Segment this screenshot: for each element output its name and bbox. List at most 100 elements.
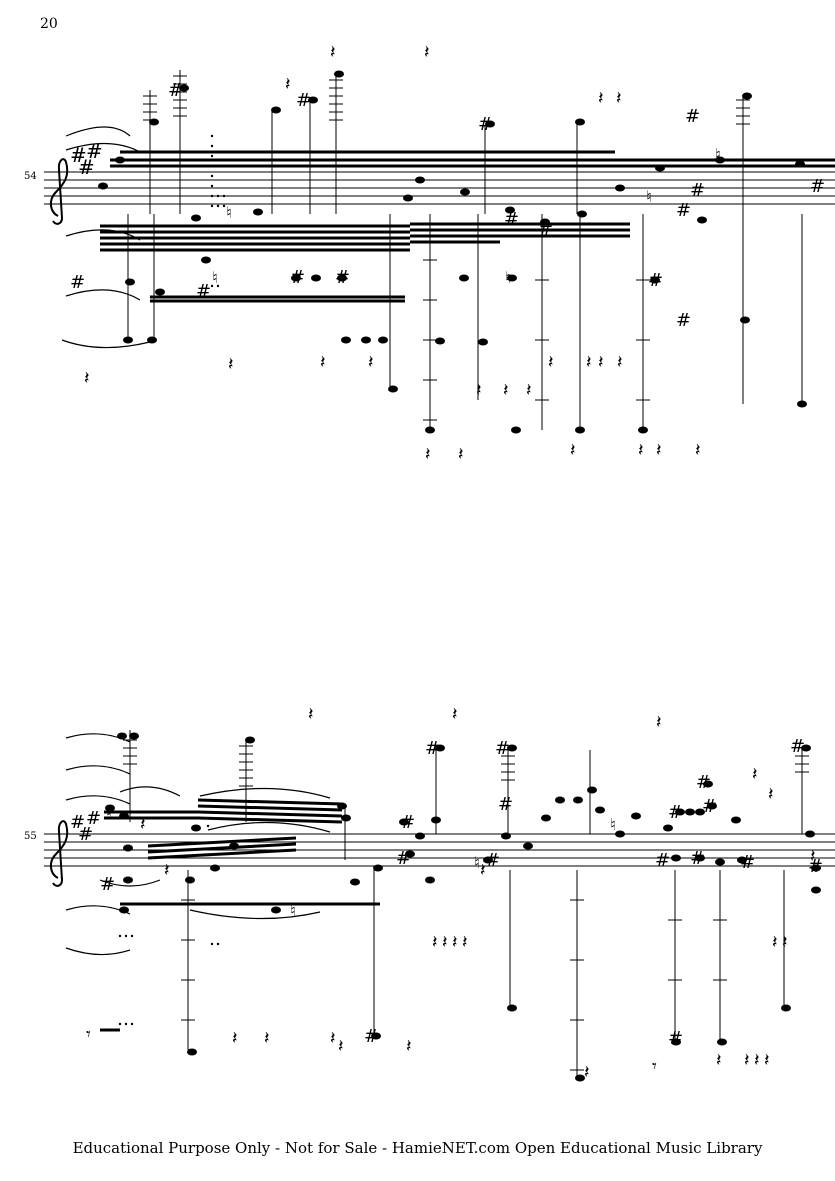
svg-text:𝄽: 𝄽 [308,704,314,725]
svg-text:𝄽: 𝄽 [656,712,662,733]
measure-number-55: 55 [24,831,37,842]
svg-text:#: # [70,272,85,293]
beams [100,798,380,1032]
svg-text:#: # [168,80,183,101]
eighth-rest-icon: 𝄾 𝄾 [86,1024,657,1077]
svg-text:#: # [808,856,823,877]
staff-system-54: # # # [44,70,835,430]
svg-text:#: # [810,176,825,197]
svg-text:𝄽: 𝄽 [716,1050,722,1071]
svg-text:♮: ♮ [505,268,511,287]
sharp-icon: # # # # # # # # # # # # # # # # # # # # [70,736,823,1049]
svg-text:𝄽: 𝄽 [503,380,509,401]
svg-text:𝄽: 𝄽 [476,380,482,401]
svg-text:#: # [655,850,670,871]
svg-text:#: # [478,114,493,135]
svg-text:#: # [690,180,705,201]
svg-text:#: # [485,850,500,871]
svg-text:𝄽: 𝄽 [406,1036,412,1057]
svg-text:𝄽: 𝄽 [432,932,438,953]
svg-text:𝄽: 𝄽 [548,352,554,373]
svg-text:𝄾: 𝄾 [652,1056,657,1077]
svg-text:𝄽: 𝄽 [768,784,774,805]
note-head-icon [98,70,807,434]
svg-text:𝄽: 𝄽 [656,440,662,461]
svg-text:𝄽: 𝄽 [442,932,448,953]
staff-system-55 [44,730,835,1078]
ledger-lines [123,739,809,1071]
svg-text:𝄽: 𝄽 [754,1050,760,1071]
svg-text:#: # [400,812,415,833]
treble-clef-icon [50,158,69,225]
svg-text:#: # [396,848,411,869]
svg-text:#: # [196,281,211,302]
duration-dots [118,134,226,1026]
staff-lines [44,171,835,205]
svg-text:#: # [504,209,519,230]
svg-text:#: # [690,848,705,869]
svg-text:♮: ♮ [106,803,112,822]
svg-text:#: # [425,738,440,759]
svg-text:#: # [364,1026,379,1047]
svg-text:#: # [290,267,305,288]
svg-text:𝄽: 𝄽 [752,764,758,785]
svg-text:𝄽: 𝄽 [598,88,604,109]
svg-text:𝄽: 𝄽 [810,846,816,867]
svg-text:𝄽: 𝄽 [228,354,234,375]
page-number: 20 [40,16,58,32]
svg-text:#: # [335,267,350,288]
svg-text:𝄽: 𝄽 [695,440,701,461]
svg-text:#: # [668,1028,683,1049]
note-head-icon [105,732,821,1082]
svg-text:𝄽: 𝄽 [164,860,170,881]
svg-text:♮: ♮ [610,815,616,834]
svg-text:𝄽: 𝄽 [320,352,326,373]
svg-text:#: # [648,270,663,291]
svg-text:𝄽: 𝄽 [425,444,431,465]
svg-text:#: # [86,139,103,163]
svg-text:#: # [790,736,805,757]
svg-text:#: # [78,155,95,179]
svg-text:𝄽: 𝄽 [764,1050,770,1071]
measure-number-54: 54 [24,171,37,182]
svg-text:𝄽: 𝄽 [586,352,592,373]
ledger-stacks [127,70,803,430]
svg-text:𝄽: 𝄽 [285,74,291,95]
svg-text:𝄽: 𝄽 [570,440,576,461]
svg-text:𝄾: 𝄾 [86,1024,91,1045]
svg-text:♮: ♮ [212,268,218,287]
svg-text:𝄽: 𝄽 [638,440,644,461]
svg-text:#: # [676,200,691,221]
svg-text:#: # [702,796,717,817]
svg-text:𝄽: 𝄽 [330,42,336,63]
svg-text:𝄽: 𝄽 [232,1028,238,1049]
svg-text:#: # [740,852,755,873]
svg-text:♮: ♮ [226,203,232,222]
natural-icon: ♮ ♮ ♮ ♮ [106,803,616,920]
svg-text:#: # [100,874,115,895]
beams [100,150,835,303]
svg-text:𝄽: 𝄽 [84,368,90,389]
svg-text:𝄽: 𝄽 [424,42,430,63]
svg-text:#: # [70,812,85,833]
svg-text:𝄽: 𝄽 [616,88,622,109]
svg-text:𝄽: 𝄽 [782,932,788,953]
svg-text:#: # [78,824,93,845]
treble-clef-icon [50,820,69,887]
svg-text:#: # [676,310,691,331]
svg-text:𝄽: 𝄽 [452,932,458,953]
svg-text:𝄽: 𝄽 [338,1036,344,1057]
svg-text:𝄽: 𝄽 [452,704,458,725]
svg-text:𝄽: 𝄽 [772,932,778,953]
svg-text:♮: ♮ [715,145,721,164]
svg-text:𝄽: 𝄽 [598,352,604,373]
svg-text:♮: ♮ [290,901,296,920]
sharp-icon: # # # # # # # # # # # # # # # [70,80,825,331]
svg-text:𝄽: 𝄽 [480,860,486,881]
svg-text:𝄽: 𝄽 [140,814,146,835]
svg-text:#: # [296,90,311,111]
svg-text:𝄽: 𝄽 [462,932,468,953]
svg-text:𝄽: 𝄽 [584,1062,590,1083]
svg-text:#: # [498,794,513,815]
